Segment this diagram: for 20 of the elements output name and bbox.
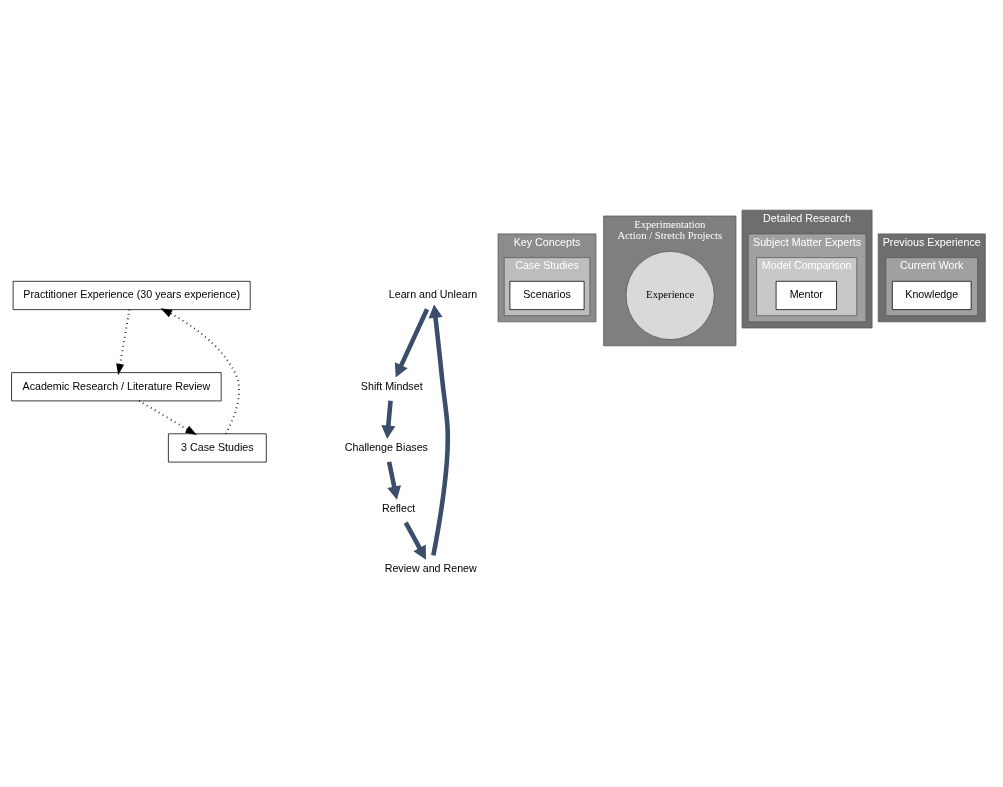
node-text: Challenge Biases xyxy=(344,440,428,453)
arrow xyxy=(386,461,402,500)
arrow xyxy=(403,521,426,560)
node-text: Shift Mindset xyxy=(360,379,423,392)
node-box: Practitioner Experience (30 years experience) xyxy=(12,280,251,310)
node-text: Learn and Unlearn xyxy=(388,288,478,301)
node-box: Knowledge xyxy=(892,280,972,310)
node-text: Review and Renew xyxy=(384,562,477,574)
node-box: Academic Research / Literature Review xyxy=(11,372,222,402)
arrow xyxy=(381,400,396,439)
node-box: Scenarios xyxy=(509,280,585,310)
node-circle: Experience xyxy=(625,250,715,340)
arrow xyxy=(138,399,197,436)
node-text: Reflect xyxy=(381,501,416,514)
node-box: 3 Case Studies xyxy=(168,433,267,463)
arrow xyxy=(428,304,451,556)
node-box: Mentor xyxy=(775,280,837,310)
arrow xyxy=(160,308,240,435)
arrow xyxy=(116,308,131,376)
arrow xyxy=(394,308,430,378)
